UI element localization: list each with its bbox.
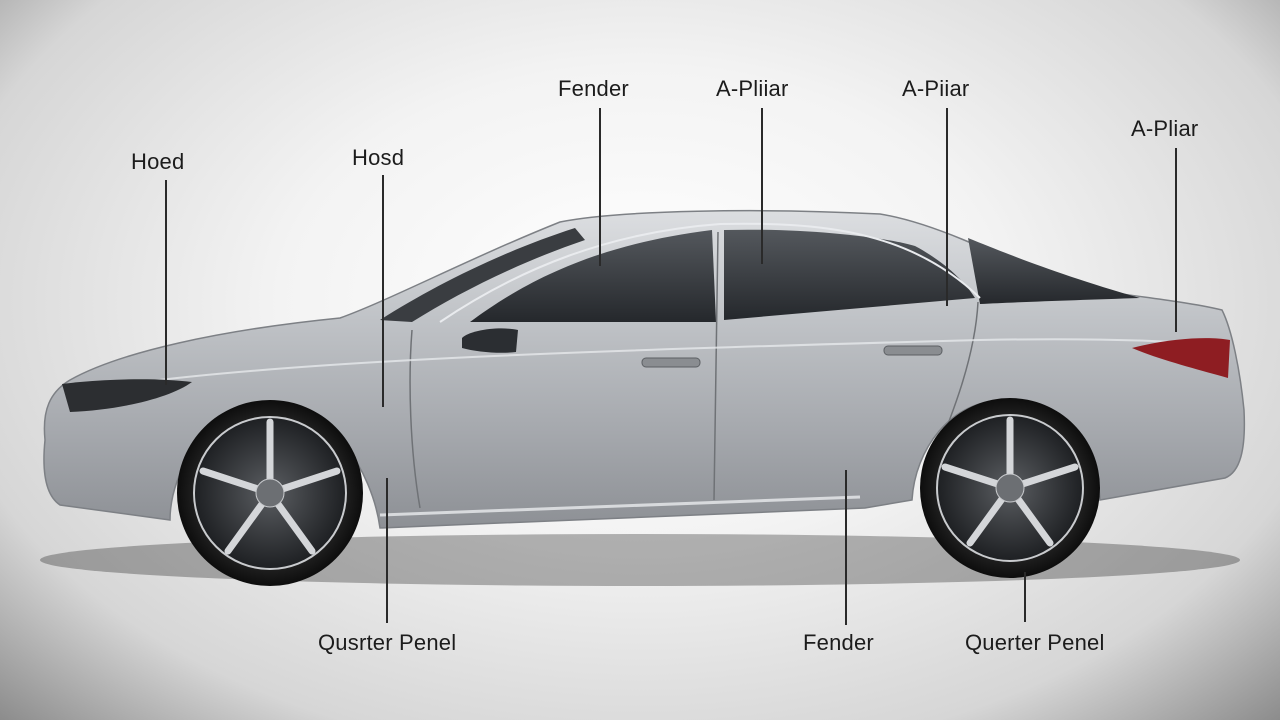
leader-a-pillar-2 [946, 108, 948, 306]
leader-hood-left [165, 180, 167, 385]
rear-door-handle [883, 345, 943, 356]
windshield [380, 228, 585, 322]
label-a-pillar-3: A-Pliar [1131, 116, 1199, 141]
front-door-window [470, 230, 716, 322]
label-hood-mid: Hosd [352, 145, 405, 170]
front-wheel [177, 400, 363, 586]
leader-quarter-panel-left [386, 478, 388, 623]
side-mirror [462, 328, 518, 353]
tail-light [1132, 338, 1230, 378]
label-quarter-panel-left: Qusrter Penel [318, 630, 457, 655]
leader-a-pillar-3 [1175, 148, 1177, 332]
leader-a-pillar-1 [761, 108, 763, 264]
rear-window [968, 238, 1140, 304]
door-seam-front [409, 329, 421, 509]
label-quarter-panel-right: Querter Penel [965, 630, 1105, 655]
body-crease [119, 338, 1221, 386]
roof-line [439, 222, 981, 323]
label-a-pillar-2: A-Piiar [902, 76, 970, 101]
front-door-handle [641, 357, 701, 368]
label-a-pillar-1: A-Pliiar [716, 76, 789, 101]
headlight [62, 379, 192, 412]
label-hood-left: Hoed [131, 149, 185, 174]
label-fender-top: Fender [558, 76, 629, 101]
leader-quarter-panel-right [1024, 572, 1026, 622]
label-fender-bottom: Fender [803, 630, 874, 655]
rocker-panel [379, 495, 861, 517]
door-seam-middle [713, 231, 719, 501]
leader-hood-mid [382, 175, 384, 407]
leader-fender-top [599, 108, 601, 266]
leader-fender-bottom [845, 470, 847, 625]
rear-wheel [920, 398, 1100, 578]
